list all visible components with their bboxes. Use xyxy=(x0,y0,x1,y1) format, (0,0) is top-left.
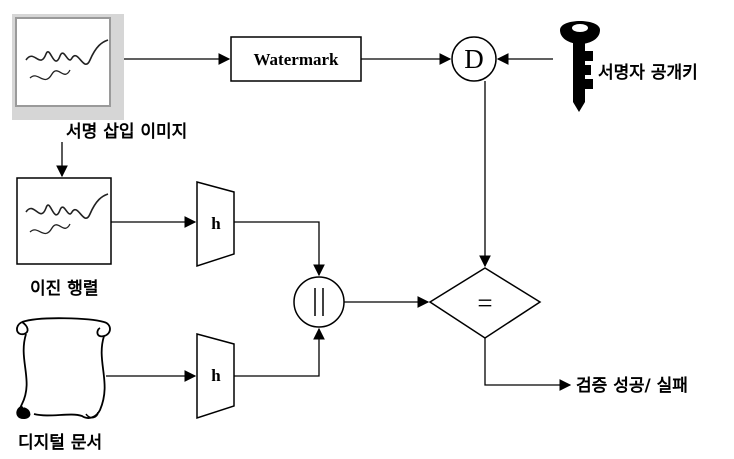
concat-node xyxy=(294,277,344,327)
compare-label: = xyxy=(477,288,492,318)
binary-matrix-label: 이진 행렬 xyxy=(30,278,98,299)
key-icon xyxy=(560,21,600,112)
digital-document-label: 디지털 문서 xyxy=(18,433,102,453)
signed-image xyxy=(12,14,124,120)
signer-public-key-label: 서명자 공개키 xyxy=(598,63,698,83)
arrow-hash-top-to-concat xyxy=(234,222,319,275)
arrow-hash-bottom-to-concat xyxy=(234,329,319,376)
result-label: 검증 성공/ 실패 xyxy=(576,376,688,396)
connectors xyxy=(62,59,570,385)
binary-matrix-image xyxy=(17,178,111,264)
decrypt-label: D xyxy=(464,44,484,74)
watermark-label: Watermark xyxy=(254,50,340,69)
digital-document-icon xyxy=(17,318,110,418)
hash-top-label: h xyxy=(211,214,221,233)
signed-image-label: 서명 삽입 이미지 xyxy=(66,122,187,142)
arrow-compare-to-result xyxy=(485,338,570,385)
hash-bottom-label: h xyxy=(211,366,221,385)
